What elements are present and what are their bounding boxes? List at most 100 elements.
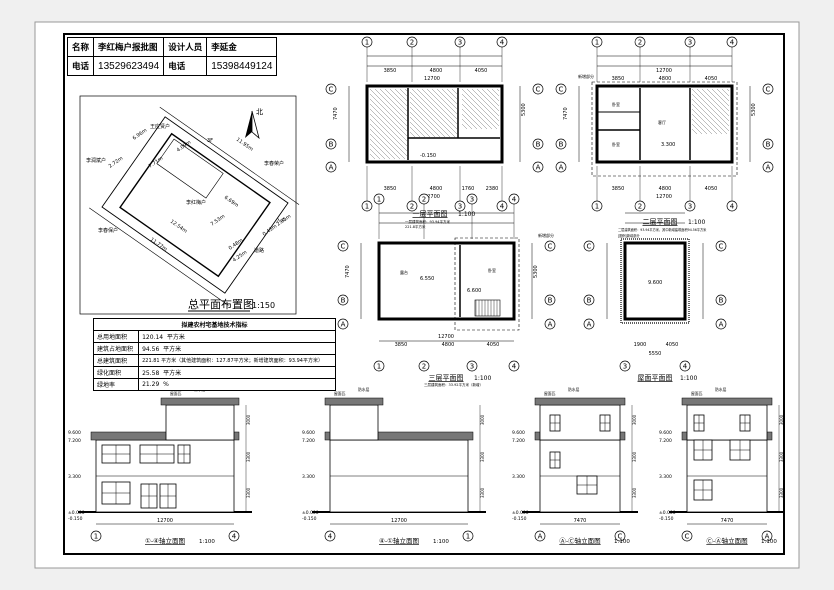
hatch-line: [461, 93, 498, 130]
room-label: 卧室: [612, 141, 620, 147]
level-mark: -0.150: [302, 516, 317, 522]
plan-dimension: 4800: [659, 76, 672, 82]
level-mark: 7.200: [512, 438, 525, 444]
plan-dimension: 5300: [533, 265, 539, 278]
elev-dimension: 12700: [157, 518, 173, 524]
hatch-line: [409, 116, 431, 138]
elevation-title: Ⓒ-Ⓐ轴立面图: [706, 536, 747, 545]
axis-bubble: [508, 360, 520, 372]
added-tag: 新增部分: [538, 232, 554, 238]
axis-label: A: [536, 164, 541, 172]
info-row: 名称 李红梅户报批图 设计人员 李延金: [66, 37, 278, 57]
hatch-line: [691, 113, 713, 135]
axis-bubble: [324, 530, 336, 542]
axis-label: B: [766, 141, 771, 149]
stats-label: 总建筑面积: [92, 354, 140, 367]
site-lot-outline: [101, 116, 289, 294]
axis-label: C: [536, 86, 541, 94]
axis-label: 4: [730, 39, 735, 47]
level-mark: ±0.000: [512, 510, 529, 516]
axis-bubble: [619, 360, 631, 372]
axis-bubble: [555, 138, 567, 150]
stats-value: 221.81 平方米（其他建筑面积：127.87平方米；新增建筑面积：93.94…: [138, 354, 336, 367]
axis-label: A: [559, 164, 564, 172]
hatch-line: [696, 88, 730, 122]
plan-wall: [595, 84, 734, 164]
room-label: 露台: [400, 269, 408, 275]
elev-note: 屋面瓦: [334, 391, 346, 396]
axis-label: 4: [683, 363, 688, 371]
plan-title: 三层平面图: [429, 374, 464, 382]
stats-value: 21.29 %: [138, 378, 336, 391]
elev-dimension: 7470: [721, 518, 734, 524]
hatch-line: [369, 143, 386, 160]
elev-dimension: 3300: [779, 487, 784, 498]
info-row: 电话 13529623494 电话 15398449124: [66, 56, 278, 76]
hatch-line: [466, 88, 500, 122]
axis-label: A: [719, 321, 724, 329]
plan-dimension: 5300: [521, 103, 527, 116]
axis-label: 1: [365, 39, 369, 47]
axis-label: C: [329, 86, 334, 94]
hatch-line: [486, 88, 500, 102]
axis-label: A: [341, 321, 346, 329]
stats-row: 绿地率 21.29 %: [92, 378, 336, 391]
axis-bubble: [544, 318, 556, 330]
level-mark: 7.200: [68, 438, 81, 444]
axis-bubble: [583, 294, 595, 306]
axis-bubble: [555, 83, 567, 95]
plan-note: 一层建筑面积：93.94平方米: [405, 219, 451, 224]
level-mark: -0.150: [659, 516, 674, 522]
plan-note: 221.8平方米: [405, 224, 426, 229]
plan-dimension: 12700: [424, 76, 440, 82]
site-neighbor-label: 李春保户: [98, 227, 118, 234]
hatch-line: [461, 98, 493, 130]
elevation-view: 9.6007.2003.300±0.000-0.150300033003300屋…: [659, 387, 785, 545]
site-floor-label: 3F: [207, 138, 213, 144]
axis-label: A: [765, 533, 770, 541]
plan-scale: 1:100: [458, 211, 475, 218]
hatch-line: [716, 88, 730, 102]
axis-bubble: [90, 530, 102, 542]
axis-label: A: [548, 321, 553, 329]
stats-header: 拟建农村宅基地技术指标: [93, 318, 336, 331]
hatch-line: [691, 123, 703, 135]
upper-eave-tiles: [324, 397, 384, 406]
plan-dimension: 4050: [475, 68, 488, 74]
level-mark: 3.300: [302, 474, 315, 480]
plan-dimension: 3850: [384, 68, 397, 74]
plan-dimension: 1900: [634, 342, 647, 348]
added-tag: 新增部分: [578, 73, 594, 79]
hatch-line: [431, 88, 458, 115]
site-entry-label: 入户: [276, 217, 286, 224]
hatch-line: [436, 88, 458, 110]
axis-label: B: [719, 297, 724, 305]
axis-label: 4: [512, 196, 517, 204]
level-mark: 3.300: [659, 474, 672, 480]
elevation-view: 9.6007.2003.300±0.000-0.150300033003300屋…: [302, 387, 486, 545]
hatch-line: [369, 93, 408, 132]
elev-dimension: 3000: [779, 414, 784, 425]
axis-bubble: [544, 240, 556, 252]
axis-label: C: [719, 243, 724, 251]
plan-dimension: 7470: [333, 107, 339, 120]
north-arrow-icon: [245, 110, 260, 140]
stair: [474, 299, 501, 317]
hatch-line: [706, 88, 730, 112]
site-road-label: 道路: [254, 247, 264, 254]
stats-value: 25.58 平方米: [138, 366, 336, 379]
hatch-line: [471, 88, 500, 117]
plan-dimension: 2380: [486, 186, 499, 192]
elevations: 9.6007.2003.300±0.000-0.150300033003300屋…: [68, 387, 785, 545]
upper-block: [329, 404, 379, 441]
plan-scale: 1:100: [688, 219, 705, 226]
elev-dimension: 3000: [632, 414, 637, 425]
elevation-scale: 1:100: [433, 539, 449, 545]
axis-label: 4: [500, 203, 505, 211]
hatch-line: [369, 148, 381, 160]
room-label: 卧室: [488, 267, 496, 273]
